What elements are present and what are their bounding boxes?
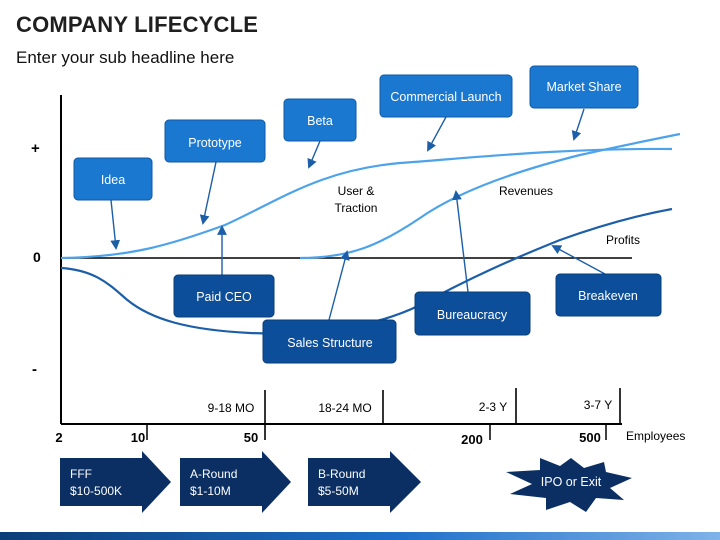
connector-arrow	[199, 161, 217, 225]
y-label-minus: -	[32, 361, 37, 378]
callout-idea-label: Idea	[101, 173, 125, 187]
user-traction-curve	[60, 147, 673, 260]
callout-market-share-label: Market Share	[546, 80, 621, 94]
callout-paid-ceo: Paid CEO	[173, 274, 275, 318]
funding-arrow-b-round: B-Round $5-50M	[308, 451, 421, 513]
page-title: COMPANY LIFECYCLE	[16, 12, 259, 37]
x-tick-label: 2	[55, 430, 62, 445]
user-traction-label: User &	[338, 184, 375, 198]
callout-beta-label: Beta	[307, 114, 333, 128]
x-tick-label: 500	[579, 430, 601, 445]
connector-arrow	[328, 250, 350, 321]
funding-arrow-fff: FFF $10-500K	[60, 451, 171, 513]
time-label: 9-18 MO	[208, 401, 255, 415]
funding-arrow-a-round: A-Round $1-10M	[180, 451, 291, 513]
x-tick-label: 50	[244, 430, 258, 445]
callout-paid-ceo-label: Paid CEO	[196, 290, 252, 304]
funding-a-round-line2: $1-10M	[190, 484, 231, 498]
funding-fff-line2: $10-500K	[70, 484, 122, 498]
callout-market-share: Market Share	[529, 65, 639, 109]
time-label: 3-7 Y	[584, 398, 612, 412]
funding-b-round-line1: B-Round	[318, 467, 365, 481]
connector-arrow	[427, 116, 447, 152]
funding-a-round-line1: A-Round	[190, 467, 237, 481]
callout-commercial-launch-label: Commercial Launch	[390, 90, 501, 104]
connector-arrow	[551, 245, 606, 275]
callout-bureaucracy-label: Bureaucracy	[437, 308, 508, 322]
y-label-plus: +	[31, 140, 40, 157]
callout-breakeven: Breakeven	[555, 273, 662, 317]
profits-label: Profits	[606, 233, 640, 247]
callout-beta: Beta	[283, 98, 357, 142]
ipo-exit-label: IPO or Exit	[541, 475, 602, 489]
time-label: 18-24 MO	[318, 401, 371, 415]
callout-sales-structure-label: Sales Structure	[287, 336, 373, 350]
callout-breakeven-label: Breakeven	[578, 289, 638, 303]
x-tick-label: 10	[131, 430, 145, 445]
ipo-exit-burst: IPO or Exit	[506, 458, 632, 512]
connector-arrow	[307, 140, 321, 169]
connector-arrow	[110, 199, 121, 250]
funding-b-round-line2: $5-50M	[318, 484, 359, 498]
y-label-zero: 0	[33, 249, 41, 265]
page-subtitle: Enter your sub headline here	[16, 48, 235, 67]
connector-arrow	[452, 190, 469, 293]
callout-commercial-launch: Commercial Launch	[379, 74, 513, 118]
callout-sales-structure: Sales Structure	[262, 319, 397, 364]
callout-prototype-label: Prototype	[188, 136, 242, 150]
revenues-label: Revenues	[499, 184, 553, 198]
callout-bureaucracy: Bureaucracy	[414, 291, 531, 336]
x-tick-label: 200	[461, 432, 483, 447]
footer-accent-bar	[0, 532, 720, 540]
callout-prototype: Prototype	[164, 119, 266, 163]
time-label: 2-3 Y	[479, 400, 507, 414]
x-axis-title: Employees	[626, 429, 685, 443]
revenues-curve	[299, 132, 681, 260]
callout-idea: Idea	[73, 157, 153, 201]
funding-fff-line1: FFF	[70, 467, 92, 481]
connector-arrow	[571, 108, 585, 141]
user-traction-label: Traction	[335, 201, 378, 215]
